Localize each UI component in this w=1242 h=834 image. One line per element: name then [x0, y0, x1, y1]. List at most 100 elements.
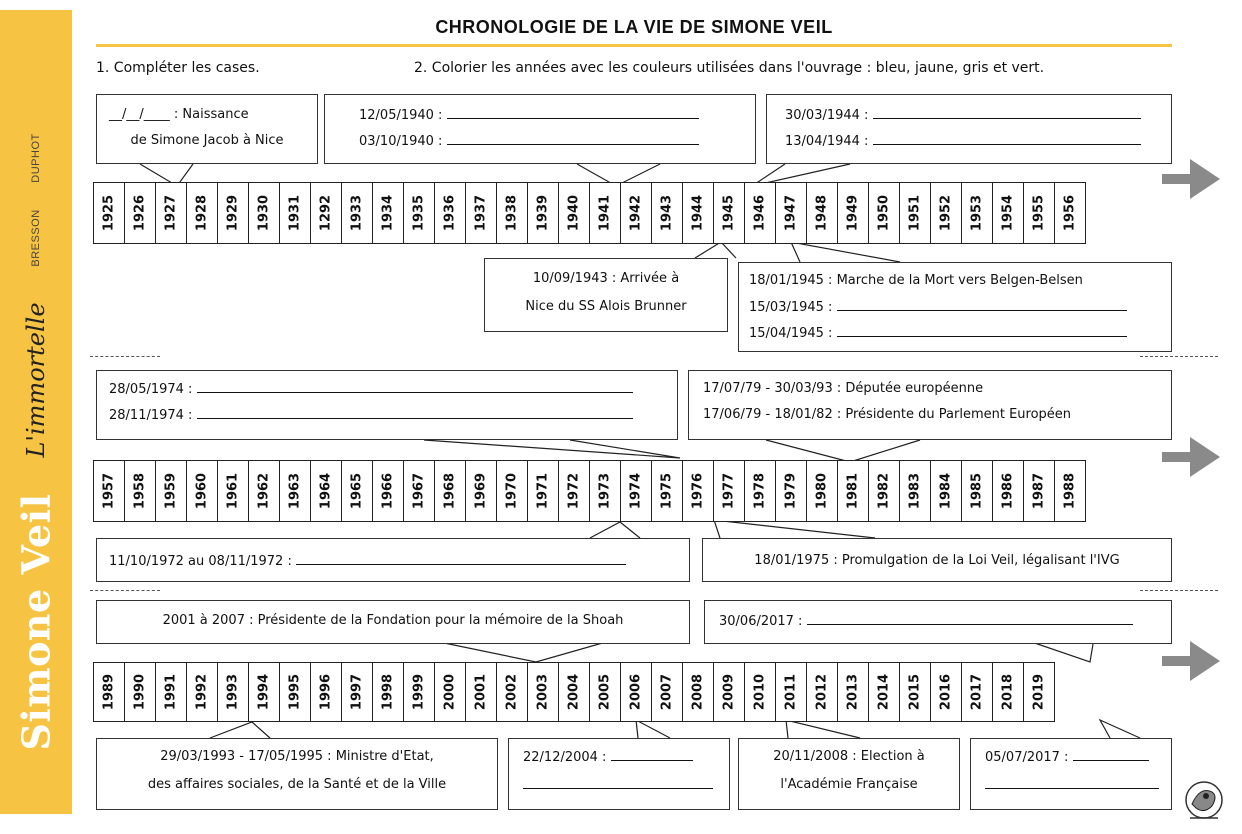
year-cell[interactable]: 2016: [931, 663, 962, 721]
fill-line[interactable]: [836, 325, 1127, 337]
year-cell[interactable]: 1929: [218, 183, 249, 243]
year-cell[interactable]: 1979: [776, 461, 807, 521]
fill-line[interactable]: [836, 299, 1127, 311]
year-cell[interactable]: 1999: [404, 663, 435, 721]
year-cell[interactable]: 2009: [714, 663, 745, 721]
year-cell[interactable]: 1989: [94, 663, 125, 721]
fill-line[interactable]: [523, 777, 713, 789]
year-cell[interactable]: 1937: [466, 183, 497, 243]
year-cell[interactable]: 1944: [683, 183, 714, 243]
year-cell[interactable]: 2002: [497, 663, 528, 721]
fill-line[interactable]: [610, 749, 693, 761]
year-cell[interactable]: 1292: [311, 183, 342, 243]
year-cell[interactable]: 1948: [807, 183, 838, 243]
fill-line[interactable]: [196, 407, 633, 419]
year-cell[interactable]: 2000: [435, 663, 466, 721]
year-cell[interactable]: 1975: [652, 461, 683, 521]
fill-line[interactable]: [295, 553, 626, 565]
year-cell[interactable]: 1987: [1024, 461, 1055, 521]
year-cell[interactable]: 1951: [900, 183, 931, 243]
year-cell[interactable]: 1956: [1055, 183, 1086, 243]
year-cell[interactable]: 1969: [466, 461, 497, 521]
fill-line[interactable]: [985, 777, 1159, 789]
year-cell[interactable]: 1945: [714, 183, 745, 243]
year-cell[interactable]: 2006: [621, 663, 652, 721]
year-cell[interactable]: 1927: [156, 183, 187, 243]
year-cell[interactable]: 1981: [838, 461, 869, 521]
year-cell[interactable]: 1943: [652, 183, 683, 243]
year-cell[interactable]: 1953: [962, 183, 993, 243]
fill-line[interactable]: [1072, 749, 1149, 761]
fill-line[interactable]: [446, 133, 699, 145]
year-cell[interactable]: 2014: [869, 663, 900, 721]
year-cell[interactable]: 2019: [1024, 663, 1055, 721]
year-cell[interactable]: 1930: [249, 183, 280, 243]
year-cell[interactable]: 1955: [1024, 183, 1055, 243]
birth-date-blank[interactable]: __/__/____: [109, 107, 170, 122]
year-cell[interactable]: 1997: [342, 663, 373, 721]
year-cell[interactable]: 1985: [962, 461, 993, 521]
year-cell[interactable]: 2010: [745, 663, 776, 721]
year-cell[interactable]: 1994: [249, 663, 280, 721]
fill-line[interactable]: [196, 381, 633, 393]
year-cell[interactable]: 2001: [466, 663, 497, 721]
year-cell[interactable]: 2012: [807, 663, 838, 721]
year-cell[interactable]: 1959: [156, 461, 187, 521]
year-cell[interactable]: 1978: [745, 461, 776, 521]
year-cell[interactable]: 1983: [900, 461, 931, 521]
fill-line[interactable]: [806, 613, 1133, 625]
year-cell[interactable]: 1961: [218, 461, 249, 521]
year-cell[interactable]: 1925: [94, 183, 125, 243]
year-cell[interactable]: 1998: [373, 663, 404, 721]
year-cell[interactable]: 1965: [342, 461, 373, 521]
year-cell[interactable]: 1946: [745, 183, 776, 243]
year-cell[interactable]: 1971: [528, 461, 559, 521]
fill-line[interactable]: [446, 107, 699, 119]
year-cell[interactable]: 1933: [342, 183, 373, 243]
year-cell[interactable]: 1988: [1055, 461, 1086, 521]
year-cell[interactable]: 1954: [993, 183, 1024, 243]
year-cell[interactable]: 1982: [869, 461, 900, 521]
year-cell[interactable]: 1964: [311, 461, 342, 521]
year-cell[interactable]: 1960: [187, 461, 218, 521]
year-cell[interactable]: 1957: [94, 461, 125, 521]
year-cell[interactable]: 1995: [280, 663, 311, 721]
year-cell[interactable]: 1986: [993, 461, 1024, 521]
year-cell[interactable]: 1958: [125, 461, 156, 521]
fill-line[interactable]: [872, 107, 1141, 119]
year-cell[interactable]: 1947: [776, 183, 807, 243]
year-cell[interactable]: 1962: [249, 461, 280, 521]
year-cell[interactable]: 2007: [652, 663, 683, 721]
year-cell[interactable]: 1940: [559, 183, 590, 243]
year-cell[interactable]: 2004: [559, 663, 590, 721]
year-cell[interactable]: 1931: [280, 183, 311, 243]
fill-line[interactable]: [872, 133, 1141, 145]
year-cell[interactable]: 1967: [404, 461, 435, 521]
year-cell[interactable]: 1977: [714, 461, 745, 521]
year-cell[interactable]: 2017: [962, 663, 993, 721]
year-cell[interactable]: 2005: [590, 663, 621, 721]
year-cell[interactable]: 1952: [931, 183, 962, 243]
year-cell[interactable]: 1963: [280, 461, 311, 521]
year-cell[interactable]: 1984: [931, 461, 962, 521]
year-cell[interactable]: 1990: [125, 663, 156, 721]
year-cell[interactable]: 1996: [311, 663, 342, 721]
year-cell[interactable]: 1980: [807, 461, 838, 521]
year-cell[interactable]: 2015: [900, 663, 931, 721]
year-cell[interactable]: 1968: [435, 461, 466, 521]
year-cell[interactable]: 1941: [590, 183, 621, 243]
year-cell[interactable]: 1974: [621, 461, 652, 521]
year-cell[interactable]: 1992: [187, 663, 218, 721]
year-cell[interactable]: 1993: [218, 663, 249, 721]
year-cell[interactable]: 1976: [683, 461, 714, 521]
year-cell[interactable]: 2013: [838, 663, 869, 721]
year-cell[interactable]: 1991: [156, 663, 187, 721]
year-cell[interactable]: 1942: [621, 183, 652, 243]
year-cell[interactable]: 1935: [404, 183, 435, 243]
year-cell[interactable]: 1939: [528, 183, 559, 243]
year-cell[interactable]: 2003: [528, 663, 559, 721]
year-cell[interactable]: 2018: [993, 663, 1024, 721]
year-cell[interactable]: 1938: [497, 183, 528, 243]
year-cell[interactable]: 1950: [869, 183, 900, 243]
year-cell[interactable]: 1934: [373, 183, 404, 243]
